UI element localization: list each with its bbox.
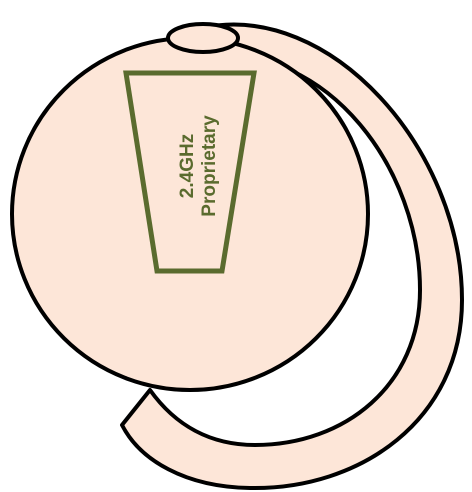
antenna-label-line2: Proprietary [199,115,220,217]
hook-connector [168,24,238,52]
antenna-label-line1: 2.4GHz [177,134,198,198]
earpiece-body [12,38,368,390]
